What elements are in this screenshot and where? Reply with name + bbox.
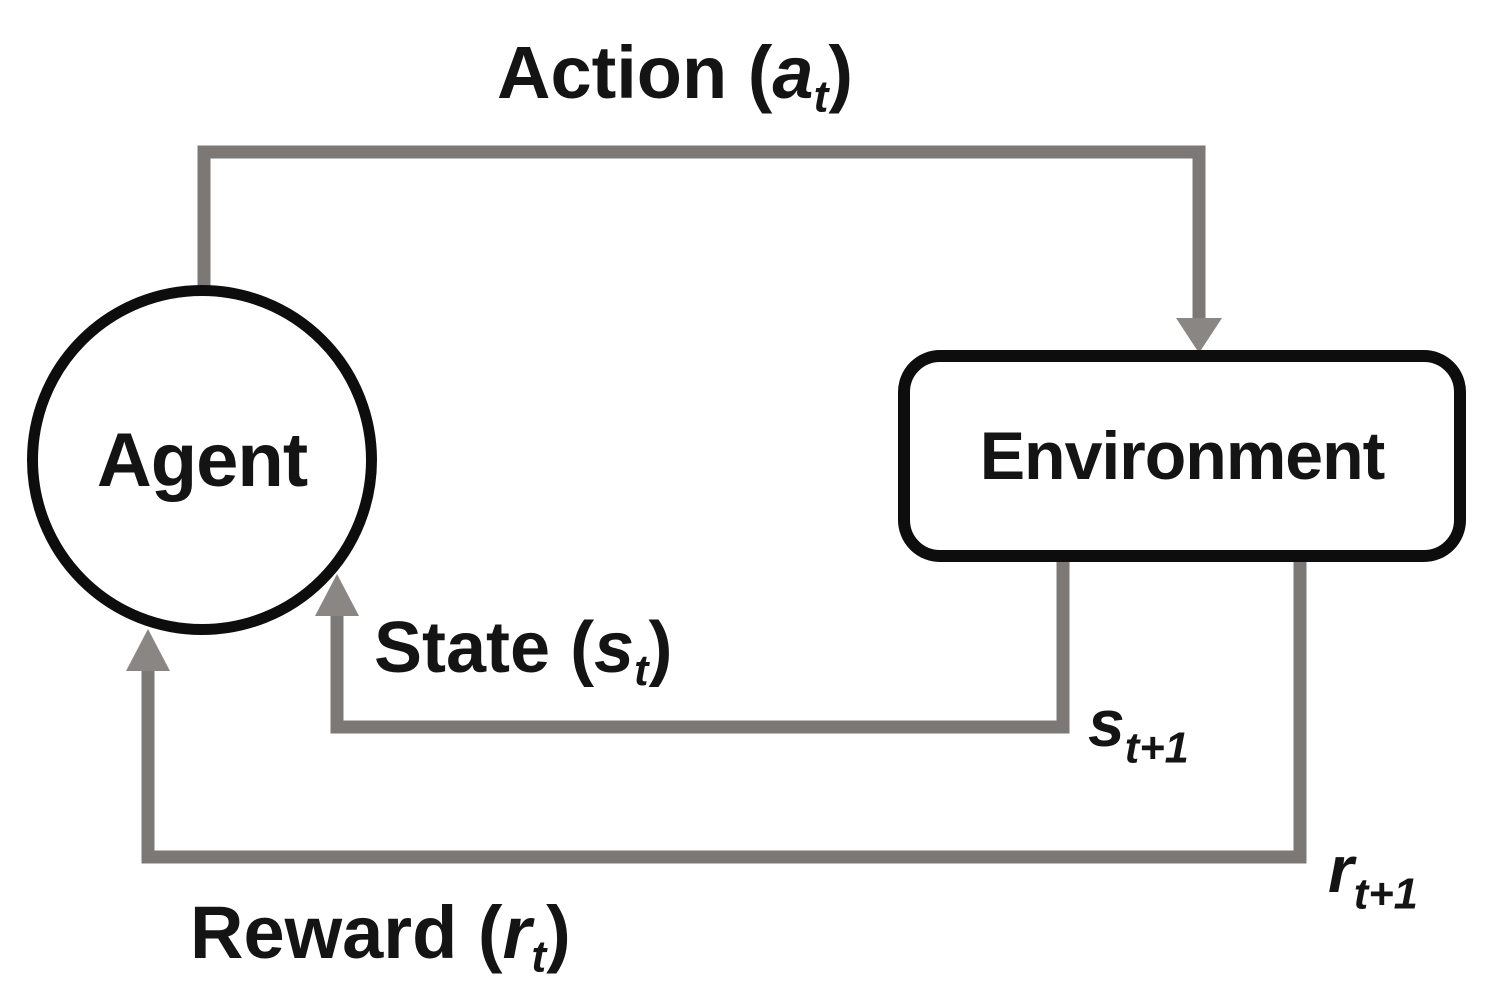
- state-label-text: State (: [374, 608, 595, 688]
- reward-edge-line: [141, 560, 1307, 864]
- agent-label: Agent: [96, 417, 308, 503]
- next-reward-variable: r: [1328, 832, 1354, 906]
- action-label-close: ): [828, 31, 854, 114]
- action-edge-label: Action (at): [497, 36, 853, 120]
- action-variable: a: [772, 31, 814, 114]
- reward-label-close: ): [546, 891, 571, 974]
- next-reward-subscript: t+1: [1353, 870, 1418, 919]
- action-subscript: t: [813, 72, 829, 122]
- action-label-text: Action (: [497, 31, 773, 114]
- reward-edge-label: Reward (rt): [190, 896, 571, 980]
- reward-variable: r: [502, 891, 532, 974]
- state-edge-line: [330, 560, 1070, 734]
- state-subscript: t: [634, 646, 649, 695]
- next-state-variable: s: [1088, 686, 1125, 760]
- next-state-subscript: t+1: [1124, 724, 1189, 773]
- state-arrowhead-icon: [315, 574, 359, 616]
- environment-label: Environment: [979, 418, 1386, 494]
- action-arrowhead-icon: [1176, 318, 1222, 353]
- state-edge-label: State (st): [374, 612, 672, 693]
- next-state-label: st+1: [1088, 690, 1189, 771]
- agent-node: Agent: [27, 285, 377, 635]
- reward-label-text: Reward (: [190, 891, 503, 974]
- reward-subscript: t: [531, 932, 547, 982]
- state-variable: s: [594, 608, 635, 688]
- next-reward-label: rt+1: [1328, 836, 1418, 917]
- environment-node: Environment: [898, 350, 1466, 562]
- reward-arrowhead-icon: [126, 629, 170, 671]
- state-label-close: ): [648, 608, 673, 688]
- action-edge-line: [197, 145, 1206, 320]
